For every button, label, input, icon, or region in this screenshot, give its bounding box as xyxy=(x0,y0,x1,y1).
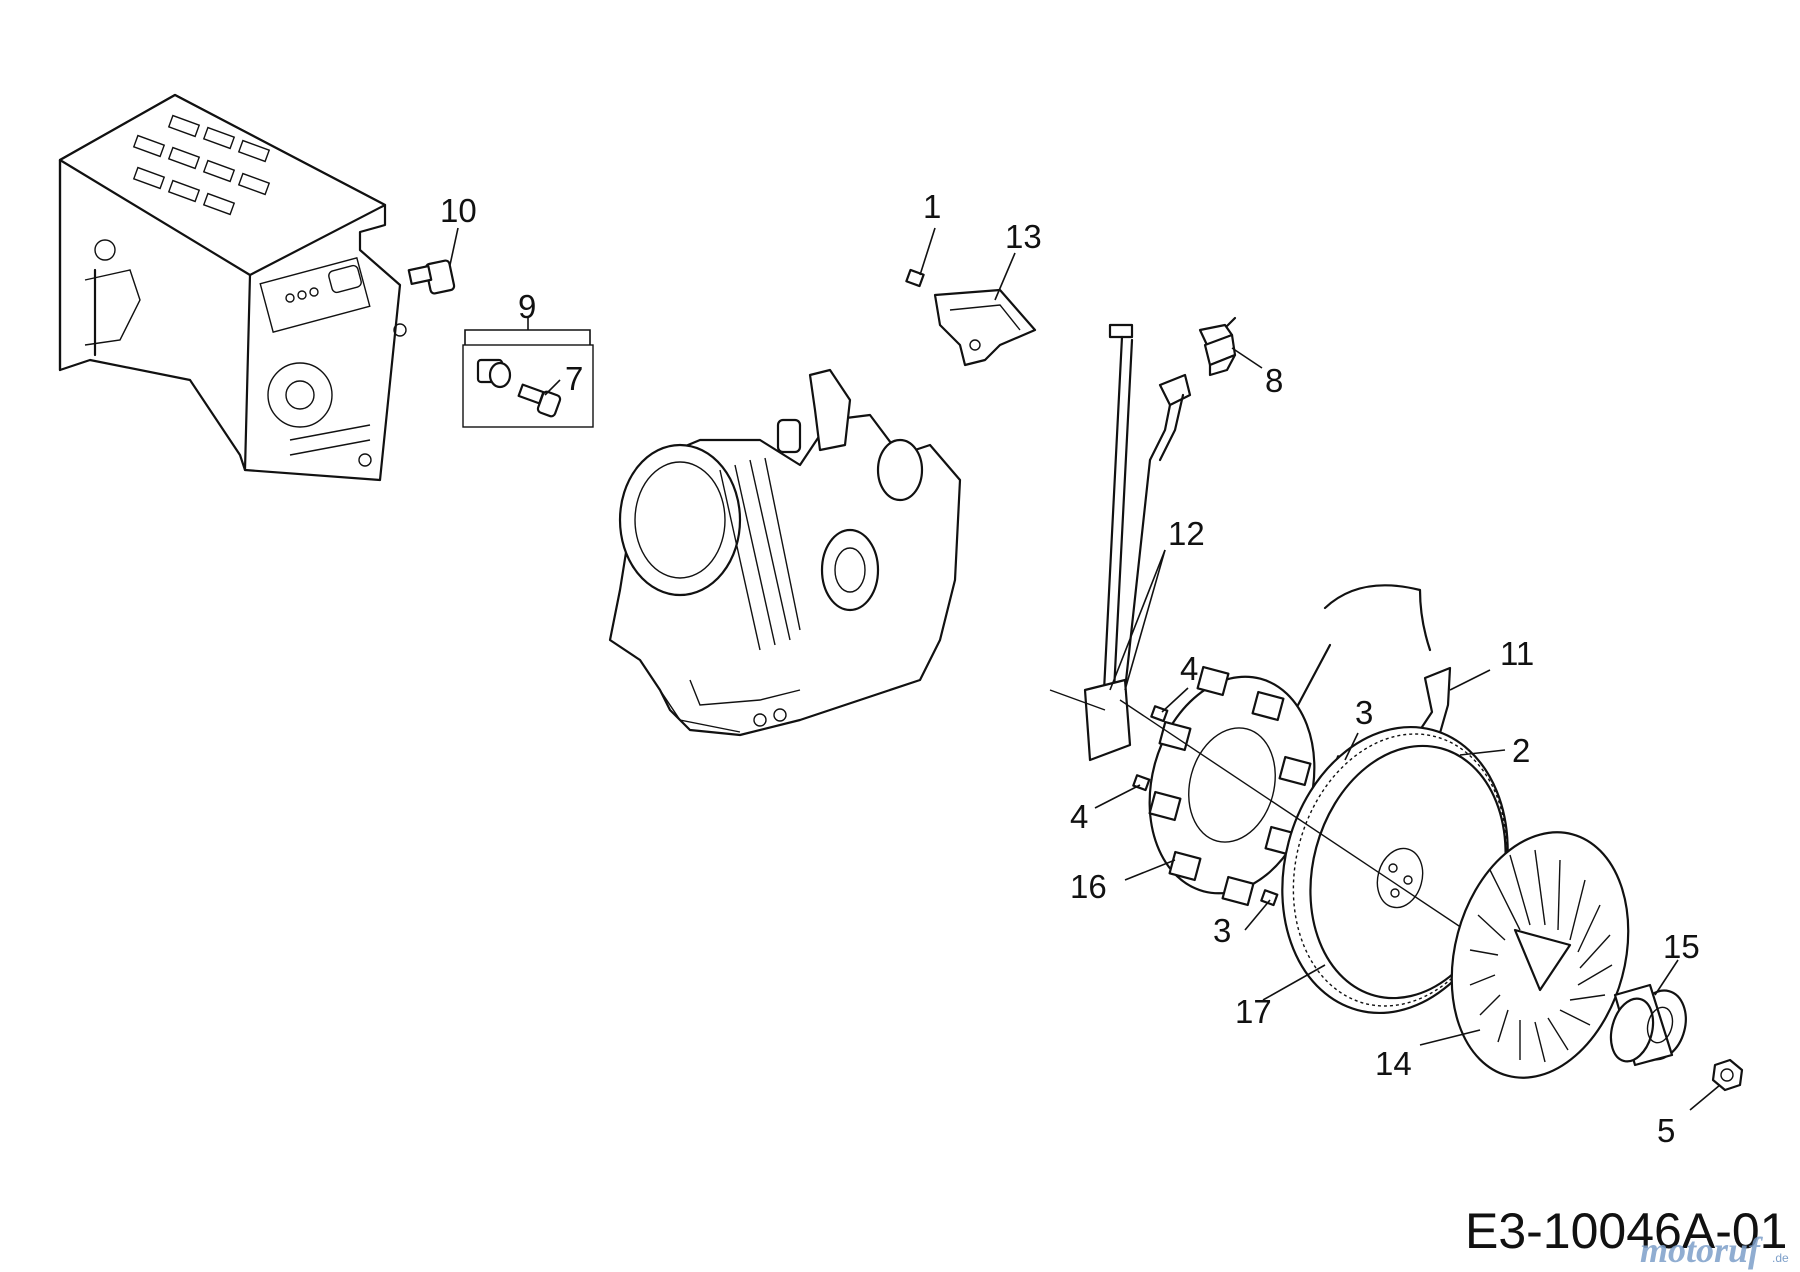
callout-16: 16 xyxy=(1070,868,1107,905)
callout-15: 15 xyxy=(1663,928,1700,965)
callout-9: 9 xyxy=(518,288,536,325)
engine-block-part xyxy=(608,368,962,737)
callout-8: 8 xyxy=(1265,362,1283,399)
callout-11: 11 xyxy=(1500,635,1534,672)
cup-part xyxy=(1609,983,1687,1067)
bracket-part xyxy=(905,268,1037,367)
spark-plug-part xyxy=(1198,316,1237,377)
callout-4-upper: 4 xyxy=(1180,650,1198,687)
callout-14: 14 xyxy=(1375,1045,1412,1082)
callout-4-lower: 4 xyxy=(1070,798,1088,835)
engine-shroud-part xyxy=(58,93,407,482)
callout-17: 17 xyxy=(1235,993,1272,1030)
callout-3-upper: 3 xyxy=(1355,694,1373,731)
callout-1: 1 xyxy=(923,188,941,225)
nut-part xyxy=(1711,1058,1744,1092)
callout-5: 5 xyxy=(1657,1112,1675,1149)
leader-lines xyxy=(449,227,1721,1111)
watermark-logo: motoruf xyxy=(1640,1230,1763,1270)
diagram-code: E3-10046A-01 xyxy=(1465,1203,1787,1259)
key-part xyxy=(407,259,456,295)
callout-labels: 1 2 3 3 4 4 5 7 8 9 10 11 12 13 14 15 16… xyxy=(440,188,1700,1149)
callout-7: 7 xyxy=(565,360,583,397)
callout-3-lower: 3 xyxy=(1213,912,1231,949)
cable-assembly-part xyxy=(1049,323,1192,762)
fan-part xyxy=(1450,831,1630,1079)
callout-2: 2 xyxy=(1512,732,1530,769)
stator-part xyxy=(1148,665,1316,907)
callout-13: 13 xyxy=(1005,218,1042,255)
watermark-suffix: .de xyxy=(1772,1251,1789,1265)
callout-12: 12 xyxy=(1168,515,1205,552)
callout-10: 10 xyxy=(440,192,477,229)
switch-kit-part xyxy=(462,344,594,428)
